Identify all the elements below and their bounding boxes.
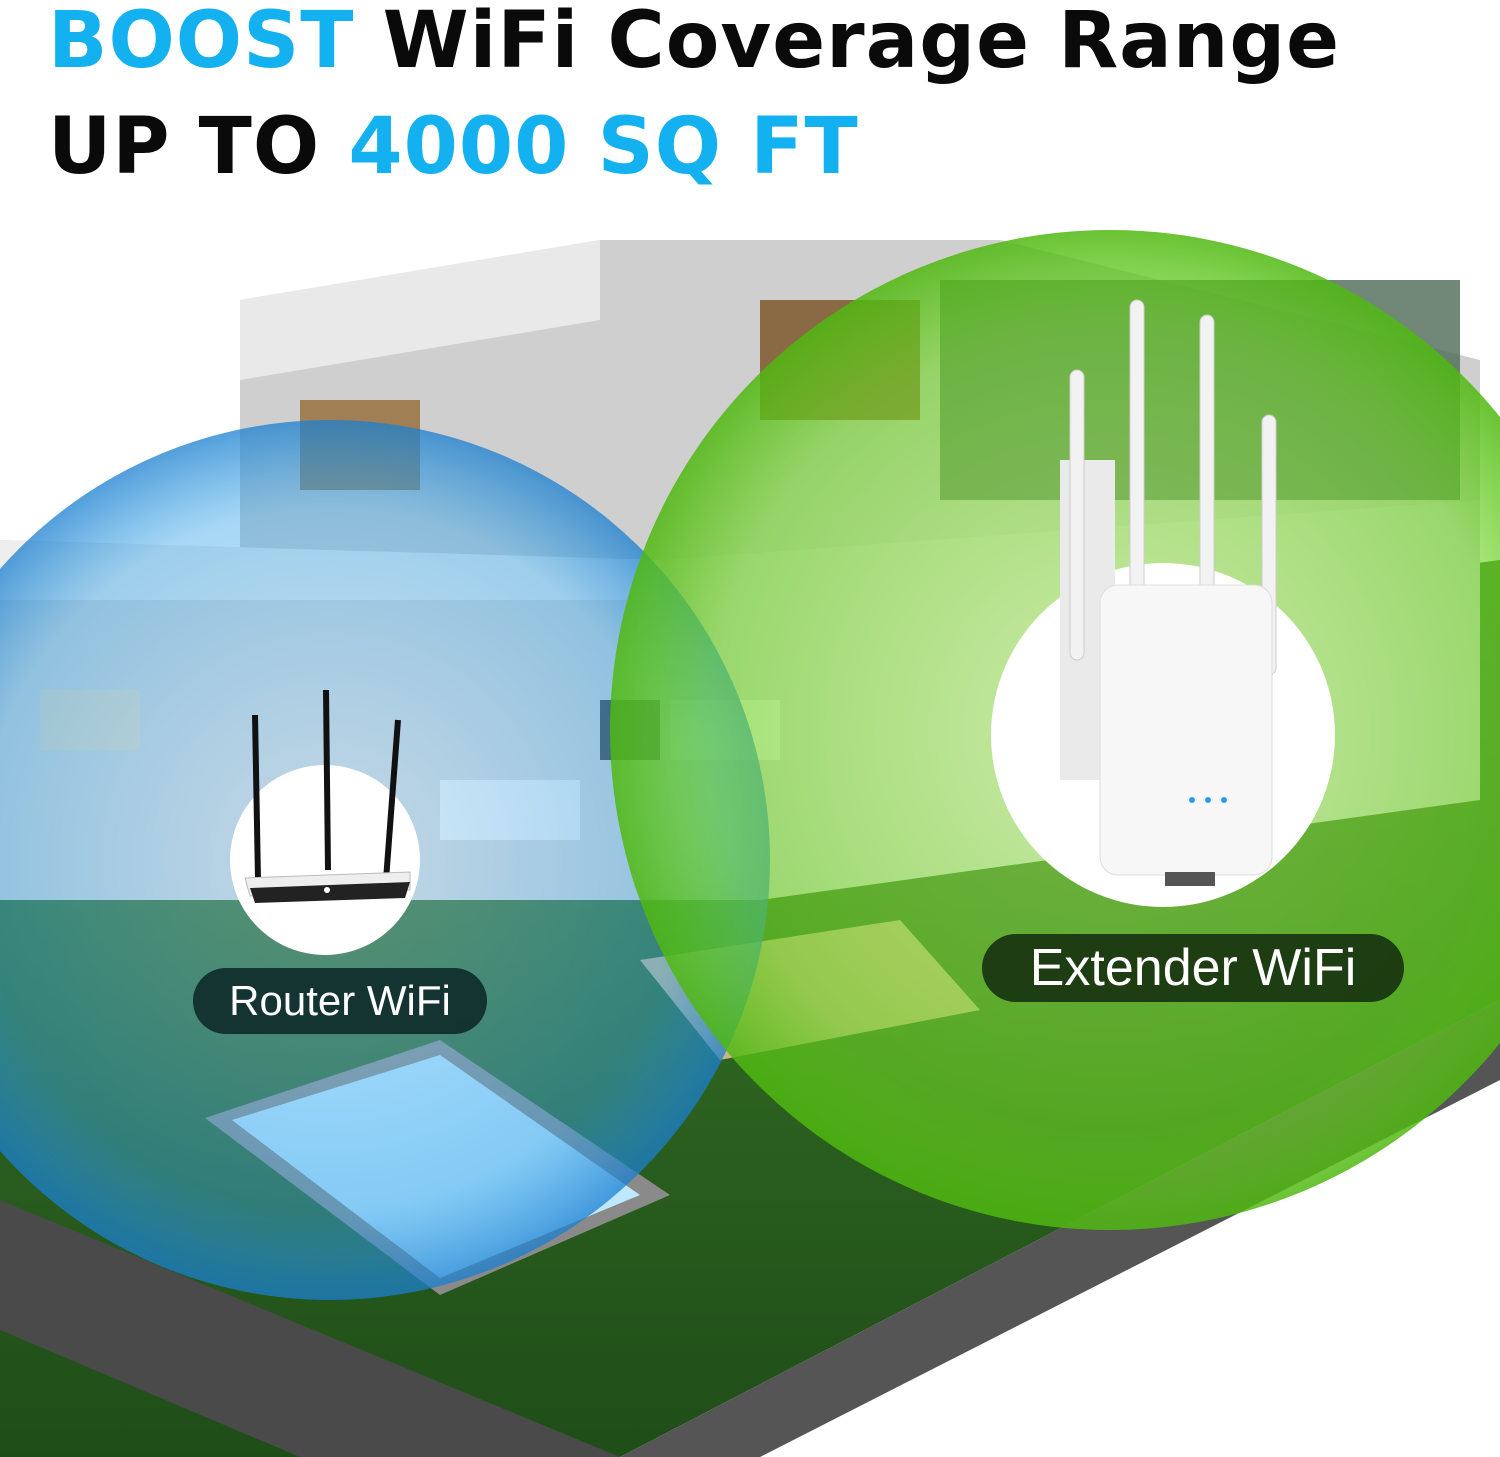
extender-wifi-label: Extender WiFi <box>982 934 1404 1002</box>
headline-area: 4000 SQ FT <box>348 102 859 192</box>
wifi-extender-icon <box>991 299 1335 907</box>
headline-coverage: WiFi Coverage Range <box>354 0 1341 86</box>
headline-line-2: UP TO 4000 SQ FT <box>48 108 859 186</box>
headline-line-1: BOOST WiFi Coverage Range <box>48 2 1340 80</box>
router-wifi-label: Router WiFi <box>193 968 487 1034</box>
router-icon <box>230 689 420 955</box>
headline-up-to: UP TO <box>48 102 349 192</box>
ground-edge <box>0 1200 620 1457</box>
headline-boost: BOOST <box>48 0 355 86</box>
